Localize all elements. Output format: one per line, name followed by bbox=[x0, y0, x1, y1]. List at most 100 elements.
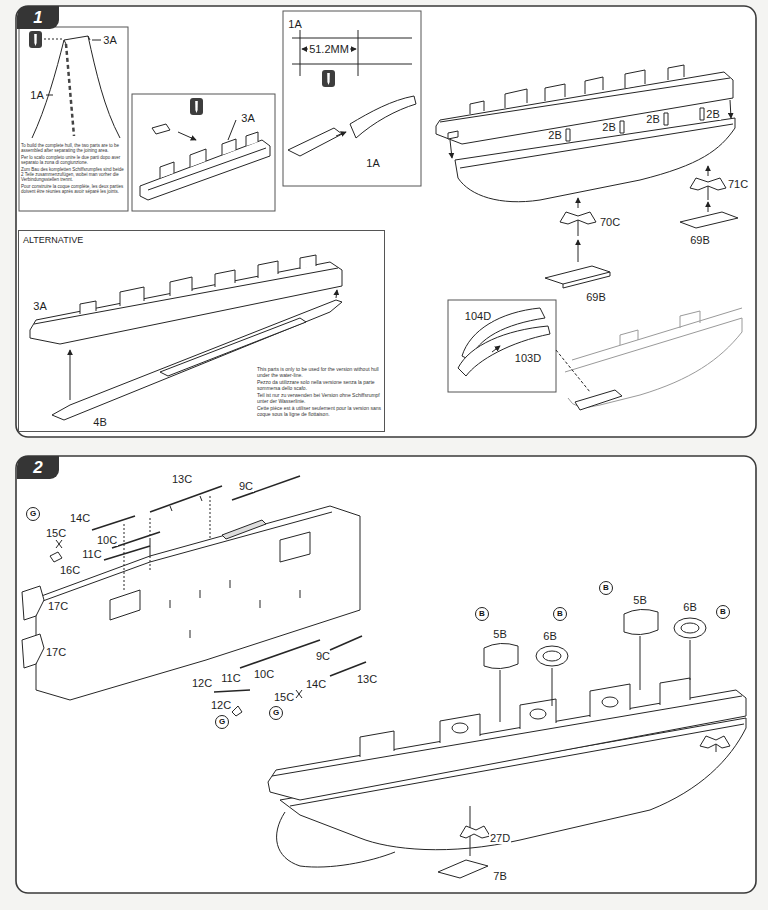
hull-assembly bbox=[268, 609, 746, 878]
stern-closeup-sketch bbox=[170, 580, 300, 638]
inset-frame bbox=[448, 300, 556, 392]
hull-assembly bbox=[268, 690, 746, 800]
hull-assembly bbox=[563, 272, 610, 288]
part-number: 1A bbox=[365, 158, 380, 169]
waterline-hull-sketch bbox=[336, 290, 337, 298]
hull-assembly bbox=[505, 89, 527, 108]
paint-code: B bbox=[557, 610, 563, 618]
part-number: 14C bbox=[69, 513, 91, 524]
waterline-hull-sketch bbox=[170, 277, 192, 296]
hull-assembly bbox=[530, 709, 546, 719]
hull-assembly bbox=[452, 723, 468, 733]
hull-section-sketch bbox=[148, 148, 266, 190]
waterline-hull-sketch bbox=[120, 287, 144, 306]
part-number: 11C bbox=[220, 673, 241, 684]
paint-code: B bbox=[479, 610, 485, 618]
hull-section-sketch bbox=[178, 132, 196, 140]
cut-dimension-sketch bbox=[336, 132, 346, 136]
hull-section-sketch bbox=[190, 149, 206, 167]
stern-closeup-sketch bbox=[40, 512, 332, 602]
hull-assembly bbox=[460, 826, 490, 838]
stern-closeup-sketch bbox=[150, 486, 222, 512]
note-text: This parts is only to be used for the ve… bbox=[257, 367, 381, 379]
note-text: Zum Bau des kompletten Schiffsrumpfes si… bbox=[21, 167, 125, 183]
part-number: 3A bbox=[32, 301, 47, 312]
part-number: 2B bbox=[601, 122, 616, 133]
hull-half-sketch bbox=[32, 36, 120, 138]
hull-assembly bbox=[700, 108, 704, 120]
paint-code: G bbox=[30, 510, 36, 518]
hull-section-sketch bbox=[140, 140, 270, 200]
part-number: 10C bbox=[253, 669, 275, 680]
hull-assembly bbox=[360, 731, 394, 757]
hull-assembly bbox=[436, 65, 738, 288]
hull-section-sketch bbox=[228, 120, 236, 140]
hull-assembly bbox=[681, 623, 699, 633]
stern-closeup-sketch bbox=[56, 540, 62, 548]
hull-assembly bbox=[578, 198, 579, 208]
hull-assembly bbox=[500, 636, 690, 722]
part-number: 11C bbox=[81, 549, 102, 560]
waterline-hull-sketch bbox=[300, 255, 316, 269]
stern-closeup-sketch bbox=[240, 640, 320, 668]
paint-code: B bbox=[603, 584, 609, 592]
note-text: Cette pièce est à utiliser seulement pou… bbox=[257, 406, 381, 418]
stern-closeup-sketch bbox=[104, 546, 150, 560]
hull-assembly bbox=[440, 78, 730, 122]
stern-closeup-sketch bbox=[36, 506, 360, 700]
part-number: 1A bbox=[29, 90, 44, 101]
waterline-hull-sketch bbox=[80, 301, 96, 314]
hull-assembly bbox=[470, 101, 484, 114]
hull-assembly bbox=[438, 860, 488, 878]
hull-assembly bbox=[625, 70, 645, 88]
step-panel bbox=[16, 456, 756, 893]
hull-assembly bbox=[585, 77, 603, 94]
stern-closeup-sketch bbox=[222, 520, 266, 539]
stern-closeup-sketch bbox=[22, 634, 44, 668]
hull-assembly bbox=[536, 646, 568, 666]
part-number: 4B bbox=[92, 417, 107, 428]
inset-frame bbox=[19, 27, 128, 211]
note-text: Pour construire la coque complète, les d… bbox=[21, 184, 125, 194]
paint-code-circle: B bbox=[553, 607, 567, 621]
hull-assembly bbox=[545, 266, 610, 284]
hull-assembly bbox=[668, 65, 684, 80]
hull-assembly bbox=[664, 113, 668, 125]
stern-closeup-sketch bbox=[92, 516, 135, 530]
part-number: 2B bbox=[705, 109, 720, 120]
bow-bulb-sketch bbox=[556, 350, 590, 392]
hull-assembly bbox=[272, 696, 742, 776]
hull-assembly bbox=[545, 84, 565, 101]
part-number: 6B bbox=[682, 602, 697, 613]
stern-closeup-sketch bbox=[280, 532, 310, 562]
step-badge: 2 bbox=[17, 456, 59, 479]
step-number: 1 bbox=[33, 9, 42, 26]
cutter-icon bbox=[190, 98, 203, 115]
part-number: 71C bbox=[727, 179, 749, 190]
hull-half-sketch bbox=[64, 36, 90, 44]
part-number: 13C bbox=[171, 474, 193, 485]
bow-bulb-sketch bbox=[458, 326, 550, 376]
paint-code-circle: G bbox=[215, 715, 229, 729]
step-badge: 1 bbox=[17, 6, 59, 29]
note-text: Teil ist nur zu verwenden bei Version oh… bbox=[257, 393, 381, 405]
bow-bulb-sketch bbox=[492, 346, 500, 352]
inset-frame bbox=[132, 94, 275, 211]
hull-section-sketch bbox=[222, 139, 236, 155]
step-panel bbox=[16, 6, 756, 437]
bow-bulb-sketch bbox=[572, 308, 742, 360]
hull-assembly bbox=[674, 618, 706, 638]
part-number: 15C bbox=[45, 528, 67, 539]
hull-assembly bbox=[520, 699, 556, 729]
bow-bulb-sketch bbox=[565, 318, 742, 407]
hull-section-sketch bbox=[160, 162, 174, 178]
paint-code: G bbox=[273, 709, 279, 717]
paint-code-circle: G bbox=[26, 507, 40, 521]
hull-half-sketch bbox=[66, 44, 74, 136]
hull-half-sketch bbox=[44, 39, 64, 40]
stern-closeup-sketch bbox=[50, 552, 62, 562]
hull-assembly bbox=[680, 212, 738, 228]
